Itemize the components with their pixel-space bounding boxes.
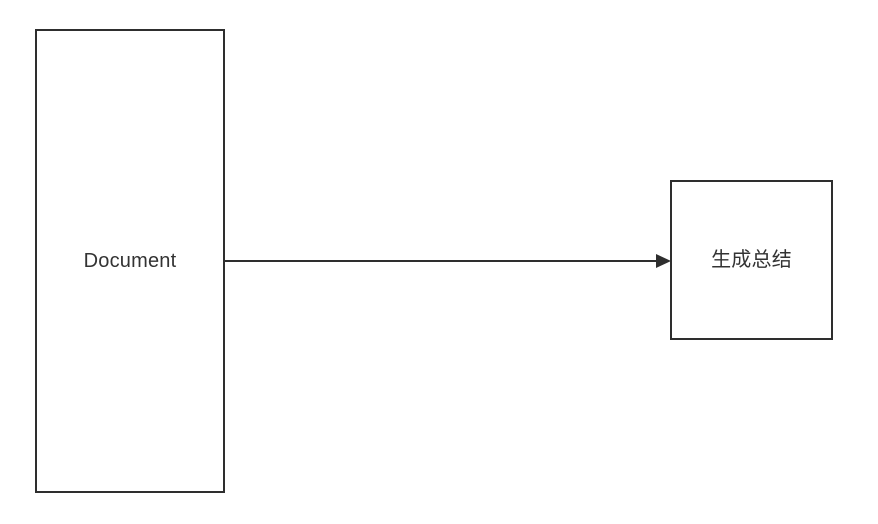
- document-node: Document: [35, 29, 225, 493]
- generate-summary-node: 生成总结: [670, 180, 833, 340]
- document-node-label: Document: [83, 250, 177, 272]
- arrowhead-icon: [656, 254, 671, 268]
- arrow-connector: [225, 254, 671, 268]
- generate-summary-node-label: 生成总结: [711, 249, 792, 271]
